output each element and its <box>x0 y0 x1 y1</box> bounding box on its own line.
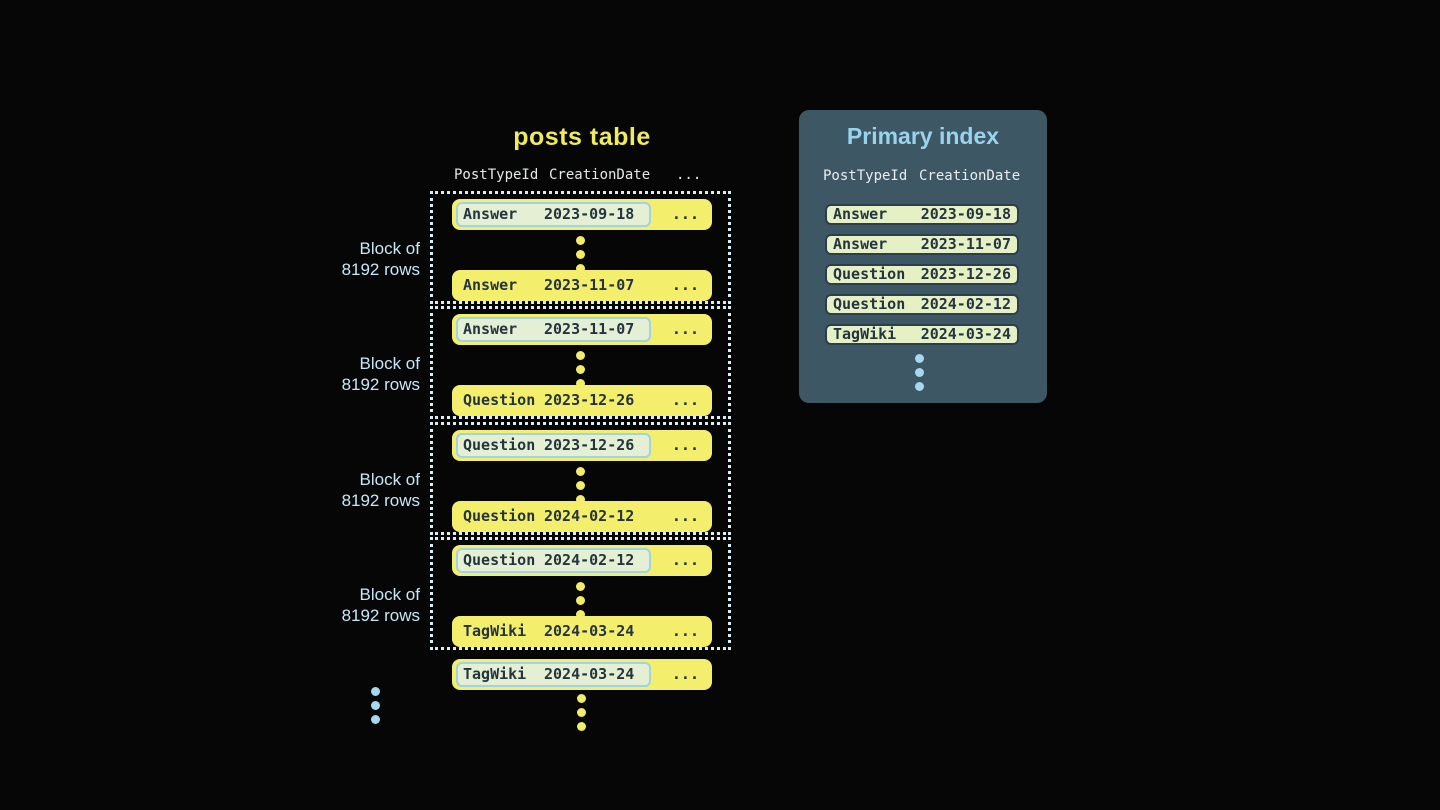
index-row: Question 2024-02-12 <box>825 294 1019 315</box>
column-header-creationdate: CreationDate <box>919 168 1021 184</box>
highlighted-key-cell <box>456 548 651 573</box>
cell-posttypeid: TagWiki <box>463 665 527 683</box>
posts-table-title: posts table <box>513 123 651 151</box>
table-row: Question 2023-12-26 ... <box>452 430 712 461</box>
block-label-line: 8192 rows <box>341 491 420 510</box>
table-row: Question 2023-12-26 ... <box>452 385 712 416</box>
table-row: TagWiki 2024-03-24 ... <box>452 659 712 690</box>
block-label-line: 8192 rows <box>341 606 420 625</box>
cell-more: ... <box>671 436 699 454</box>
block-label-1: Block of 8192 rows <box>220 238 420 280</box>
cell-creationdate: 2024-02-12 <box>544 551 635 569</box>
cell-more: ... <box>671 551 699 569</box>
cell-posttypeid: Answer <box>463 320 518 338</box>
cell-posttypeid: Question <box>463 391 536 409</box>
column-header-posttypeid: PostTypeId <box>823 168 908 184</box>
cell-creationdate: 2023-11-07 <box>920 235 1011 253</box>
cell-creationdate: 2023-11-07 <box>544 320 635 338</box>
table-row: Question 2024-02-12 ... <box>452 501 712 532</box>
cell-posttypeid: Question <box>463 436 536 454</box>
cell-creationdate: 2023-11-07 <box>544 276 635 294</box>
ellipsis-icon <box>576 236 585 273</box>
cell-posttypeid: Answer <box>463 205 518 223</box>
cell-more: ... <box>671 622 699 640</box>
cell-creationdate: 2024-03-24 <box>544 622 635 640</box>
cell-more: ... <box>671 507 699 525</box>
cell-more: ... <box>671 391 699 409</box>
block-label-line: Block of <box>359 354 420 373</box>
block-label-line: 8192 rows <box>341 260 420 279</box>
cell-posttypeid: Question <box>833 295 906 313</box>
block-label-4: Block of 8192 rows <box>220 584 420 626</box>
cell-posttypeid: Answer <box>833 235 888 253</box>
ellipsis-icon <box>576 582 585 619</box>
row-block-1: Answer 2023-09-18 ... Answer 2023-11-07 … <box>430 191 731 304</box>
table-row: Answer 2023-11-07 ... <box>452 314 712 345</box>
index-row: Answer 2023-09-18 <box>825 204 1019 225</box>
row-block-2: Answer 2023-11-07 ... Question 2023-12-2… <box>430 306 731 419</box>
block-label-line: Block of <box>359 470 420 489</box>
cell-more: ... <box>671 205 699 223</box>
cell-more: ... <box>671 276 699 294</box>
cell-creationdate: 2023-09-18 <box>920 205 1011 223</box>
cell-creationdate: 2024-03-24 <box>544 665 635 683</box>
index-row: TagWiki 2024-03-24 <box>825 324 1019 345</box>
cell-creationdate: 2023-12-26 <box>920 265 1011 283</box>
block-label-2: Block of 8192 rows <box>220 353 420 395</box>
row-block-4: Question 2024-02-12 ... TagWiki 2024-03-… <box>430 537 731 650</box>
table-row: Answer 2023-11-07 ... <box>452 270 712 301</box>
table-row: Answer 2023-09-18 ... <box>452 199 712 230</box>
cell-creationdate: 2024-03-24 <box>920 325 1011 343</box>
table-row: Question 2024-02-12 ... <box>452 545 712 576</box>
row-block-3: Question 2023-12-26 ... Question 2024-02… <box>430 422 731 535</box>
cell-posttypeid: Answer <box>463 276 518 294</box>
column-header-more: ... <box>676 167 702 183</box>
highlighted-key-cell <box>456 202 651 227</box>
block-label-line: Block of <box>359 239 420 258</box>
cell-posttypeid: Question <box>463 507 536 525</box>
primary-index-title: Primary index <box>846 123 1000 149</box>
cell-posttypeid: Question <box>833 265 906 283</box>
highlighted-key-cell <box>456 317 651 342</box>
ellipsis-icon <box>577 694 586 731</box>
cell-posttypeid: Answer <box>833 205 888 223</box>
cell-creationdate: 2023-09-18 <box>544 205 635 223</box>
ellipsis-icon <box>915 354 924 391</box>
index-row: Question 2023-12-26 <box>825 264 1019 285</box>
highlighted-key-cell <box>456 433 651 458</box>
cell-creationdate: 2024-02-12 <box>920 295 1011 313</box>
primary-index-panel: Primary index PostTypeId CreationDate An… <box>799 110 1047 403</box>
block-label-line: Block of <box>359 585 420 604</box>
index-row: Answer 2023-11-07 <box>825 234 1019 255</box>
cell-creationdate: 2023-12-26 <box>544 391 635 409</box>
cell-more: ... <box>671 665 699 683</box>
highlighted-key-cell <box>456 662 651 687</box>
cell-more: ... <box>671 320 699 338</box>
column-header-creationdate: CreationDate <box>549 167 651 183</box>
column-header-posttypeid: PostTypeId <box>454 167 539 183</box>
cell-posttypeid: TagWiki <box>463 622 527 640</box>
cell-creationdate: 2023-12-26 <box>544 436 635 454</box>
ellipsis-icon <box>576 351 585 388</box>
block-label-line: 8192 rows <box>341 375 420 394</box>
ellipsis-icon <box>576 467 585 504</box>
block-label-3: Block of 8192 rows <box>220 469 420 511</box>
cell-creationdate: 2024-02-12 <box>544 507 635 525</box>
cell-posttypeid: Question <box>463 551 536 569</box>
table-row: TagWiki 2024-03-24 ... <box>452 616 712 647</box>
ellipsis-icon <box>371 687 380 724</box>
cell-posttypeid: TagWiki <box>833 325 897 343</box>
